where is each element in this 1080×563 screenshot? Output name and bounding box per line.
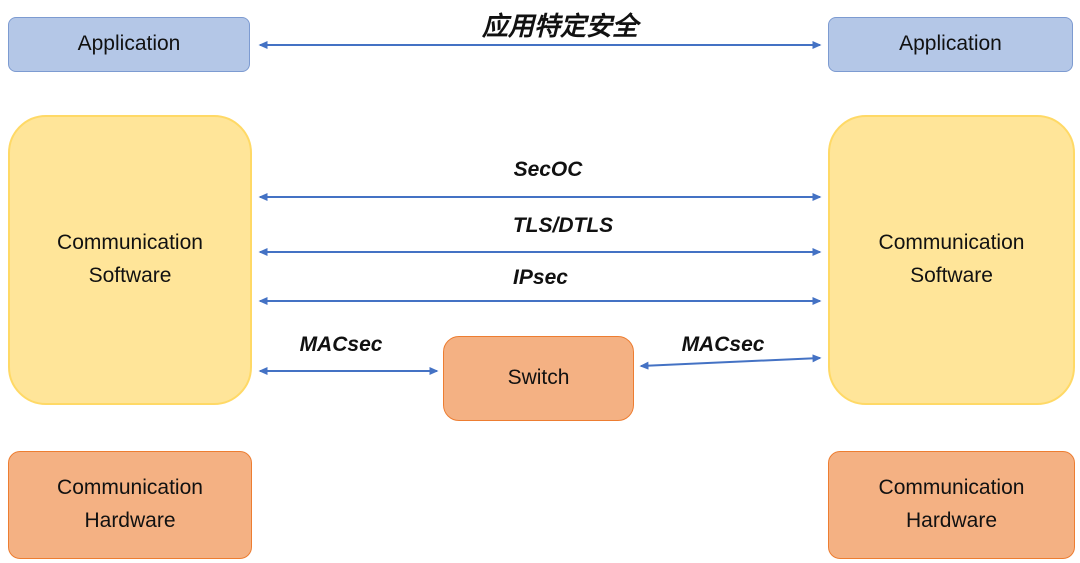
protocol-label-secoc: SecOC: [513, 158, 583, 181]
application-box-right: Application: [828, 17, 1073, 72]
arrow-macsec-right: [639, 354, 822, 370]
protocol-label-macsec-left: MACsec: [299, 333, 383, 356]
protocol-label-tls-dtls: TLS/DTLS: [512, 214, 614, 237]
switch-label: Switch: [507, 366, 570, 390]
communication-software-box-right: Communication Software: [828, 115, 1075, 405]
communication-hardware-box-right: Communication Hardware: [828, 451, 1075, 559]
communication-software-box-left: Communication Software: [8, 115, 252, 405]
switch-box: Switch: [443, 336, 634, 421]
application-label-right: Application: [899, 32, 1002, 56]
communication-software-label-left: Communication Software: [57, 231, 203, 287]
application-box-left: Application: [8, 17, 250, 72]
communication-hardware-box-left: Communication Hardware: [8, 451, 252, 559]
diagram-title: 应用特定安全: [481, 11, 638, 41]
protocol-label-macsec-right: MACsec: [681, 333, 765, 356]
protocol-label-ipsec: IPsec: [513, 266, 568, 289]
communication-hardware-label-left: Communication Hardware: [57, 476, 203, 532]
communication-software-label-right: Communication Software: [878, 231, 1025, 287]
application-label-left: Application: [77, 32, 181, 56]
communication-hardware-label-right: Communication Hardware: [878, 476, 1025, 532]
